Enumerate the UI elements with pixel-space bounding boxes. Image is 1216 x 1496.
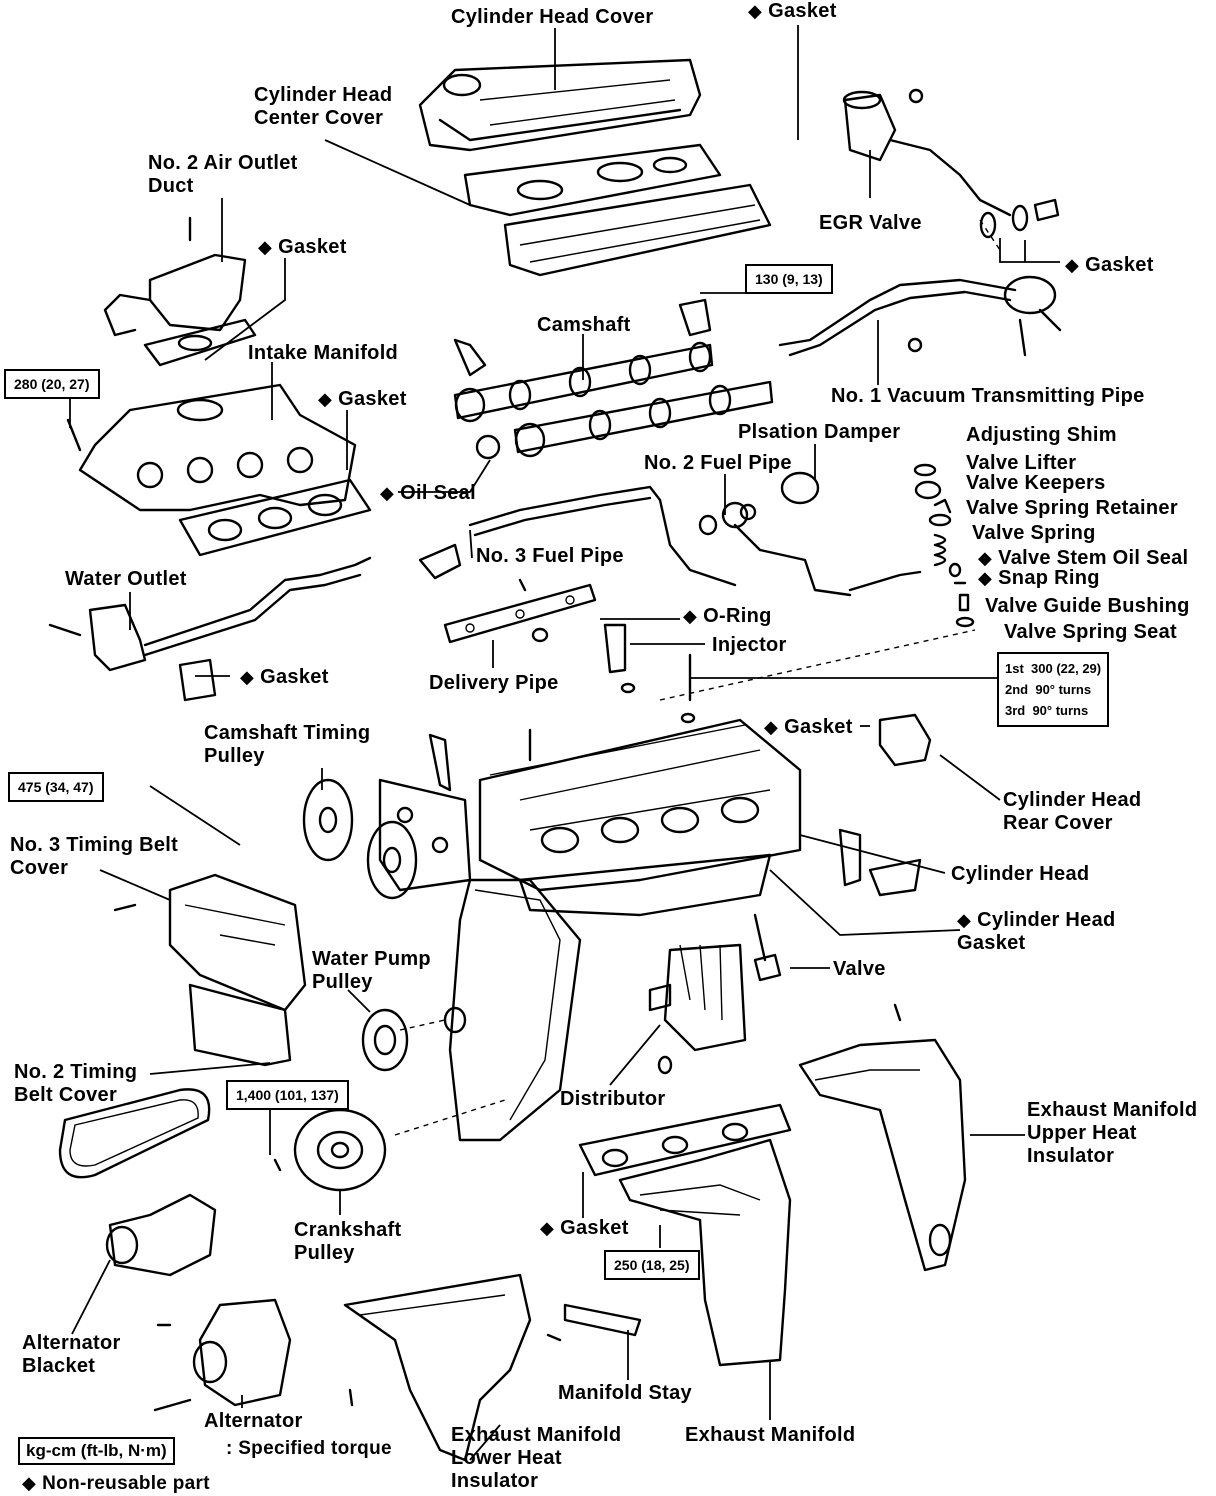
cylinder-head-cover-drawing bbox=[418, 58, 702, 152]
camshaft-drawing bbox=[453, 298, 774, 460]
torque-box-250: 250 (18, 25) bbox=[604, 1250, 700, 1280]
label-cylinder-head-gasket: ◆Cylinder Head Gasket bbox=[957, 909, 1116, 954]
label-gasket-top: ◆Gasket bbox=[748, 0, 837, 22]
crankshaft-pulley-drawing bbox=[273, 1108, 387, 1192]
label-valve-guide-bushing: Valve Guide Bushing bbox=[985, 595, 1190, 617]
label-egr-valve: EGR Valve bbox=[819, 212, 922, 234]
label-delivery-pipe: Delivery Pipe bbox=[429, 672, 559, 694]
nonreusable-icon: ◆ bbox=[957, 910, 972, 930]
label-valve-stem-oil-seal: ◆Valve Stem Oil Seal bbox=[978, 547, 1189, 569]
nonreusable-icon: ◆ bbox=[380, 483, 395, 503]
nonreusable-icon: ◆ bbox=[748, 1, 763, 21]
label-camshaft: Camshaft bbox=[537, 314, 631, 336]
valve-drawing bbox=[753, 913, 782, 982]
label-exhaust-upper-insulator: Exhaust Manifold Upper Heat Insulator bbox=[1027, 1099, 1198, 1167]
label-valve: Valve bbox=[833, 958, 886, 980]
label-camshaft-timing-pulley: Camshaft Timing Pulley bbox=[204, 722, 371, 767]
water-pump-pulley-drawing bbox=[361, 1006, 467, 1072]
label-cylinder-head-rear-cover: Cylinder Head Rear Cover bbox=[1003, 789, 1142, 834]
label-intake-manifold: Intake Manifold bbox=[248, 342, 399, 364]
rear-cover-drawing bbox=[838, 713, 932, 897]
label-alternator: Alternator bbox=[204, 1410, 303, 1432]
torque-box-1400: 1,400 (101, 137) bbox=[226, 1080, 349, 1110]
injector-drawing bbox=[603, 623, 696, 724]
label-snap-ring: ◆Snap Ring bbox=[978, 567, 1100, 589]
legend-torque-unit-box: kg-cm (ft-lb, N·m) bbox=[18, 1437, 175, 1465]
delivery-pipe-drawing bbox=[443, 578, 597, 644]
fuel-pipe-drawing bbox=[418, 471, 922, 597]
label-gasket-rear: ◆Gasket bbox=[764, 716, 853, 738]
vacuum-pipe-drawing bbox=[778, 275, 1062, 357]
nonreusable-icon: ◆ bbox=[764, 717, 779, 737]
label-valve-spring-seat: Valve Spring Seat bbox=[1004, 621, 1177, 643]
label-alternator-blacket: Alternator Blacket bbox=[22, 1332, 121, 1377]
nonreusable-icon: ◆ bbox=[683, 606, 698, 626]
air-outlet-duct-drawing bbox=[103, 216, 257, 367]
label-gasket-water: ◆Gasket bbox=[240, 666, 329, 688]
label-cylinder-head-cover: Cylinder Head Cover bbox=[451, 6, 654, 28]
label-gasket-egr: ◆Gasket bbox=[1065, 254, 1154, 276]
label-plsation-damper: Plsation Damper bbox=[738, 421, 901, 443]
label-no2-timing-belt-cover: No. 2 Timing Belt Cover bbox=[14, 1061, 138, 1106]
label-no1-vacuum-pipe: No. 1 Vacuum Transmitting Pipe bbox=[831, 385, 1145, 407]
cylinder-head-drawing bbox=[378, 718, 802, 1142]
camshaft-pulley-drawing bbox=[302, 728, 532, 900]
label-gasket-exhaust: ◆Gasket bbox=[540, 1217, 629, 1239]
label-water-pump-pulley: Water Pump Pulley bbox=[312, 948, 431, 993]
egr-valve-drawing bbox=[842, 88, 1060, 239]
drive-belt-drawing bbox=[58, 1088, 211, 1179]
center-cover-drawing bbox=[463, 143, 722, 217]
water-outlet-drawing bbox=[48, 556, 372, 702]
label-distributor: Distributor bbox=[560, 1088, 666, 1110]
label-no3-fuel-pipe: No. 3 Fuel Pipe bbox=[476, 545, 624, 567]
label-oil-seal: ◆Oil Seal bbox=[380, 482, 476, 504]
nonreusable-icon: ◆ bbox=[318, 389, 333, 409]
label-manifold-stay: Manifold Stay bbox=[558, 1382, 692, 1404]
label-valve-lifter: Valve Lifter bbox=[966, 452, 1077, 474]
legend-nonreusable: ◆Non-reusable part bbox=[22, 1473, 210, 1494]
label-crankshaft-pulley: Crankshaft Pulley bbox=[294, 1219, 402, 1264]
label-injector: Injector bbox=[712, 634, 787, 656]
label-cylinder-head-center-cover: Cylinder Head Center Cover bbox=[254, 84, 393, 129]
leader-lines bbox=[69, 25, 1060, 1461]
nonreusable-icon: ◆ bbox=[540, 1218, 555, 1238]
label-o-ring: ◆O-Ring bbox=[683, 605, 772, 627]
label-cylinder-head: Cylinder Head bbox=[951, 863, 1090, 885]
torque-box-280: 280 (20, 27) bbox=[4, 369, 100, 399]
label-no3-timing-belt-cover: No. 3 Timing Belt Cover bbox=[10, 834, 179, 879]
label-gasket-intake: ◆Gasket bbox=[318, 388, 407, 410]
nonreusable-icon: ◆ bbox=[22, 1473, 37, 1493]
exhaust-lower-insulator-drawing bbox=[343, 1273, 532, 1462]
torque-box-130: 130 (9, 13) bbox=[745, 264, 833, 294]
label-exhaust-lower-insulator: Exhaust Manifold Lower Heat Insulator bbox=[451, 1424, 622, 1492]
label-valve-spring: Valve Spring bbox=[972, 522, 1096, 544]
label-exhaust-manifold: Exhaust Manifold bbox=[685, 1424, 856, 1446]
label-no2-air-outlet-duct: No. 2 Air Outlet Duct bbox=[148, 152, 298, 197]
label-gasket-duct: ◆Gasket bbox=[258, 236, 347, 258]
distributor-drawing bbox=[648, 943, 747, 1075]
torque-box-cylinder-head-bolt: 1st 300 (22, 29) 2nd 90° turns 3rd 90° t… bbox=[997, 652, 1110, 727]
nonreusable-icon: ◆ bbox=[978, 568, 993, 588]
nonreusable-icon: ◆ bbox=[240, 667, 255, 687]
label-no2-fuel-pipe: No. 2 Fuel Pipe bbox=[644, 452, 792, 474]
alternator-drawing bbox=[105, 1193, 292, 1412]
intake-manifold-drawing bbox=[66, 383, 372, 557]
label-valve-keepers: Valve Keepers bbox=[966, 472, 1106, 494]
head-cover-gasket-drawing bbox=[503, 183, 772, 277]
nonreusable-icon: ◆ bbox=[258, 237, 273, 257]
nonreusable-icon: ◆ bbox=[978, 548, 993, 568]
legend-specified-torque: : Specified torque bbox=[226, 1438, 392, 1459]
label-water-outlet: Water Outlet bbox=[65, 568, 187, 590]
label-adjusting-shim: Adjusting Shim bbox=[966, 424, 1117, 446]
exhaust-manifold-drawing bbox=[546, 1103, 792, 1367]
label-valve-spring-retainer: Valve Spring Retainer bbox=[966, 497, 1178, 519]
valve-train-drawing bbox=[913, 463, 975, 628]
exhaust-upper-insulator-drawing bbox=[798, 1003, 967, 1272]
timing-belt-cover-drawing bbox=[113, 873, 307, 1067]
torque-box-475: 475 (34, 47) bbox=[8, 772, 104, 802]
nonreusable-icon: ◆ bbox=[1065, 255, 1080, 275]
